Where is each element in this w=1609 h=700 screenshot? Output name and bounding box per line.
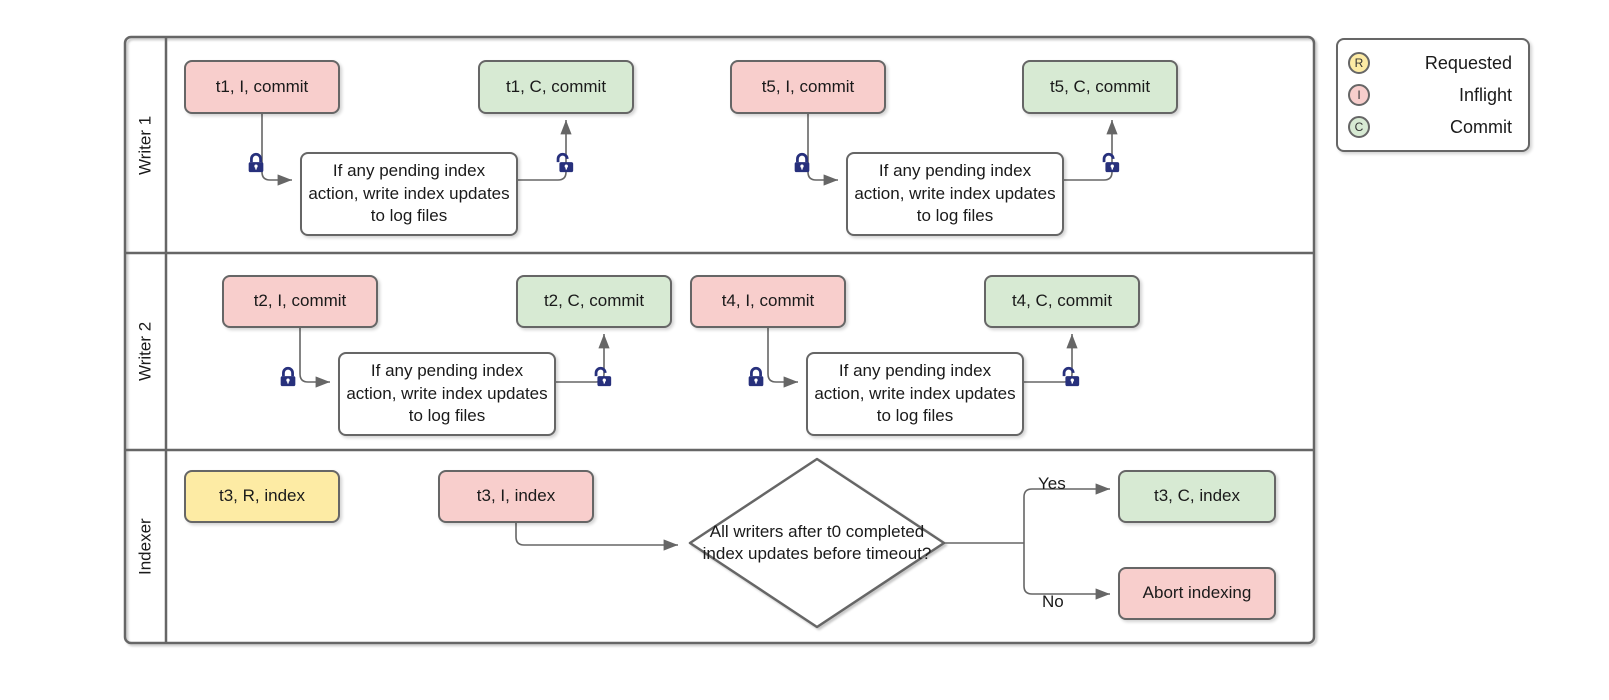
legend-label-inflight: Inflight [1458,84,1512,105]
state-badge-requested-icon: R [1348,52,1370,74]
state-badge-inflight-icon: I [1348,84,1370,106]
node-ix-abort-indexing[interactable]: Abort indexing [1118,567,1276,620]
state-badge-commit-icon: C [1348,116,1370,138]
node-ix-decision-label[interactable]: All writers after t0 completed index upd… [702,521,932,563]
legend-row-inflight: I Inflight [1348,80,1514,110]
node-w1-t5-inflight[interactable]: t5, I, commit [730,60,886,114]
lock-closed-icon [748,366,764,387]
lock-open-icon [556,152,574,173]
node-w2-t2-inflight[interactable]: t2, I, commit [222,275,378,328]
edge-w2-t4i-to-proc2 [767,328,798,388]
node-w2-process-2[interactable]: If any pending index action, write index… [806,352,1024,436]
node-ix-t3-requested[interactable]: t3, R, index [184,470,340,523]
edge-ix-t3i-to-decision [515,523,678,551]
node-w1-t1-inflight[interactable]: t1, I, commit [184,60,340,114]
lock-closed-icon [248,152,264,173]
node-w1-process-2[interactable]: If any pending index action, write index… [846,152,1064,236]
lock-open-icon [1062,366,1080,387]
edge-label-no: No [1042,592,1064,611]
node-w2-t2-commit[interactable]: t2, C, commit [516,275,672,328]
lock-closed-icon [280,366,296,387]
legend-panel: R Requested I Inflight C Commit [1336,38,1530,152]
lock-closed-icon [794,152,810,173]
node-ix-t3-commit[interactable]: t3, C, index [1118,470,1276,523]
node-w2-process-1[interactable]: If any pending index action, write index… [338,352,556,436]
node-w2-t4-commit[interactable]: t4, C, commit [984,275,1140,328]
node-w2-t4-inflight[interactable]: t4, I, commit [690,275,846,328]
lane-label-indexer: Indexer [135,518,155,575]
edge-w2-t2i-to-proc1 [299,328,330,388]
lock-open-icon [1102,152,1120,173]
node-w1-process-1[interactable]: If any pending index action, write index… [300,152,518,236]
node-w1-t5-commit[interactable]: t5, C, commit [1022,60,1178,114]
legend-label-commit: Commit [1450,116,1512,137]
legend-row-commit: C Commit [1348,112,1514,142]
edge-decision-branch-split [944,483,1110,600]
node-w1-t1-commit[interactable]: t1, C, commit [478,60,634,114]
legend-label-requested: Requested [1424,52,1512,73]
lane-label-writer-2: Writer 2 [135,321,155,382]
edge-label-yes: Yes [1038,474,1066,493]
node-ix-t3-inflight[interactable]: t3, I, index [438,470,594,523]
lock-open-icon [594,366,612,387]
legend-row-requested: R Requested [1348,48,1514,78]
lane-label-writer-1: Writer 1 [135,115,155,175]
